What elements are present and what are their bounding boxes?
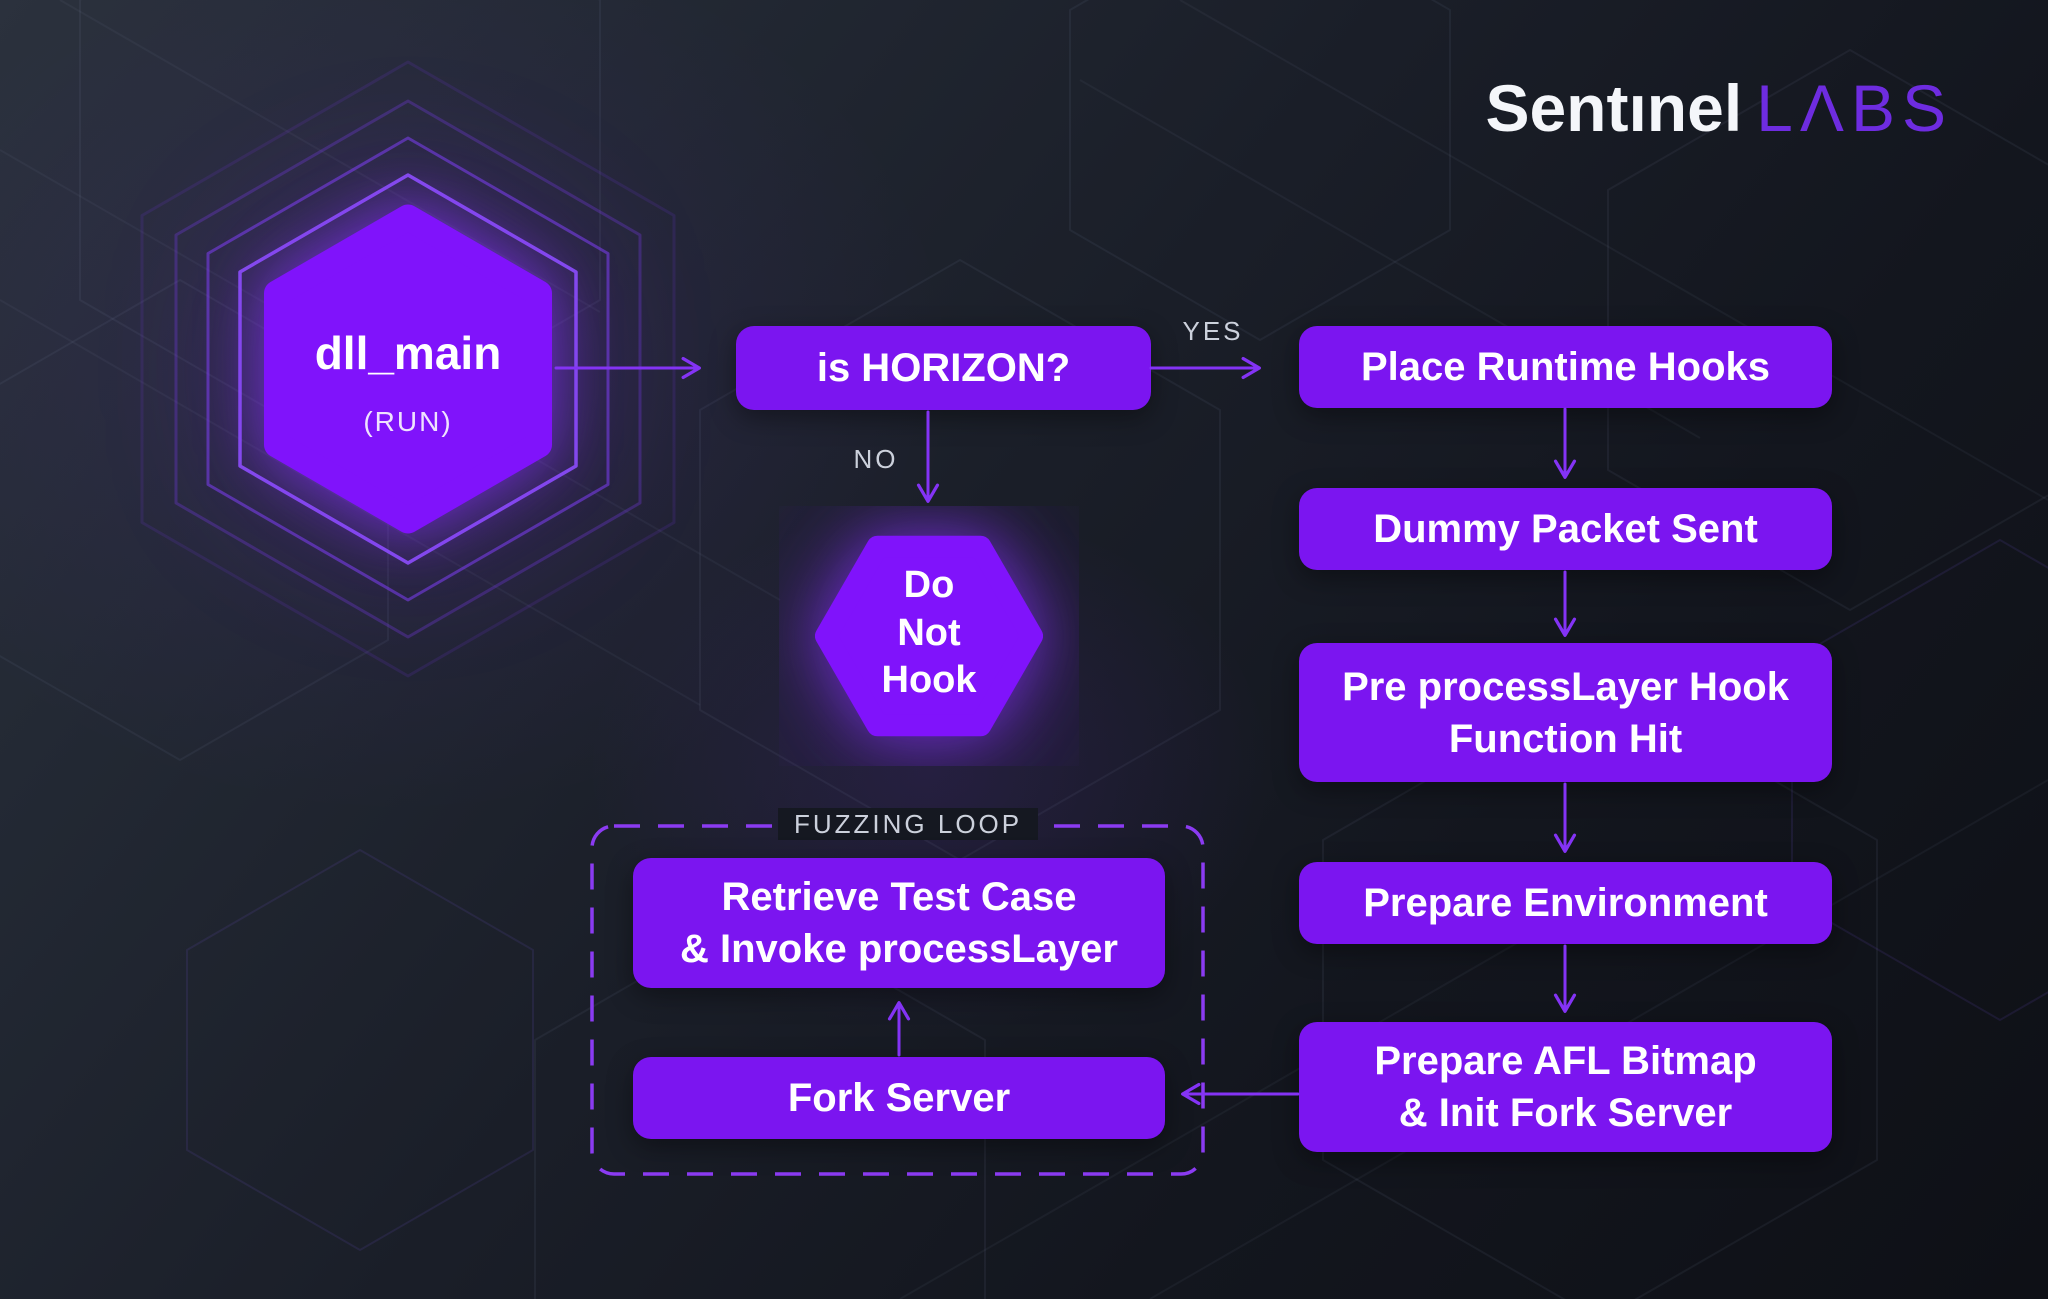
brand-logo: Sentınel LΛBS [1485, 70, 1953, 146]
dll-main-title: dll_main [314, 327, 502, 379]
node-dll-main-label: dll_main (RUN) [238, 308, 578, 456]
node-retrieve-test-case: Retrieve Test Case & Invoke processLayer [633, 858, 1165, 988]
node-is-horizon: is HORIZON? [736, 326, 1151, 410]
node-pre-processlayer-hook: Pre processLayer Hook Function Hit [1299, 643, 1832, 782]
branch-label-yes: YES [1182, 316, 1244, 346]
fuzzing-loop-group: FUZZING LOOP [590, 808, 1205, 1176]
dll-main-subtitle: (RUN) [363, 406, 453, 437]
node-fork-server: Fork Server [633, 1057, 1165, 1139]
node-prepare-environment: Prepare Environment [1299, 862, 1832, 944]
node-do-not-hook-label: Do Not Hook [881, 564, 977, 701]
fuzzing-loop-title: FUZZING LOOP [778, 808, 1039, 840]
brand-wordmark-sentinel: Sentınel [1485, 71, 1743, 145]
node-prepare-afl-bitmap: Prepare AFL Bitmap & Init Fork Server [1299, 1022, 1832, 1152]
branch-label-no: NO [853, 444, 899, 474]
node-place-runtime-hooks: Place Runtime Hooks [1299, 326, 1832, 408]
brand-wordmark-labs: LΛBS [1756, 71, 1953, 145]
node-dummy-packet-sent: Dummy Packet Sent [1299, 488, 1832, 570]
